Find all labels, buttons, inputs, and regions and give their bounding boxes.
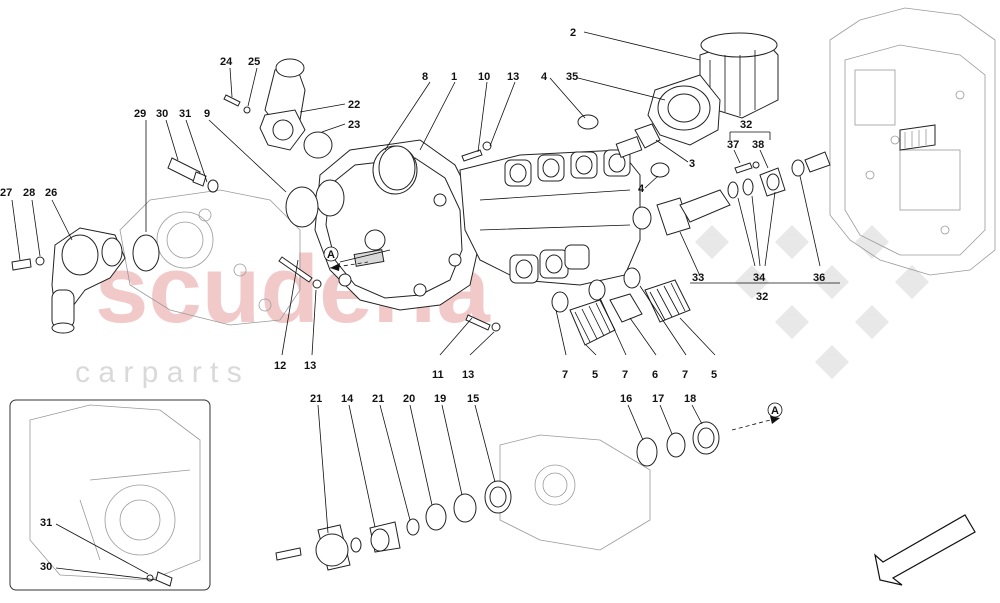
- filter-cartridges: [551, 267, 691, 346]
- label-14: 14: [341, 393, 354, 405]
- label-9: 9: [204, 108, 210, 120]
- label-30: 30: [156, 108, 168, 120]
- label-36: 36: [813, 272, 825, 284]
- label-13: 13: [507, 71, 519, 83]
- label-20: 20: [403, 393, 415, 405]
- label-13c: 13: [462, 369, 474, 381]
- label-32-bottom: 32: [756, 291, 768, 303]
- label-31: 31: [179, 108, 191, 120]
- label-15: 15: [467, 393, 479, 405]
- checker-pattern: [695, 225, 929, 379]
- label-32-top: 32: [740, 119, 752, 131]
- gearbox-housing-ghost: [829, 7, 996, 276]
- label-33: 33: [692, 272, 704, 284]
- label-1: 1: [451, 71, 457, 83]
- temperature-sensor: [167, 157, 219, 193]
- label-3: 3: [689, 158, 695, 170]
- label-27: 27: [0, 187, 12, 199]
- outlet-elbow: [11, 227, 126, 334]
- label-12: 12: [274, 360, 286, 372]
- label-2: 2: [570, 27, 576, 39]
- label-23: 23: [348, 119, 360, 131]
- label-13b: 13: [304, 360, 316, 372]
- pump-bolts: [278, 141, 501, 332]
- reference-a-bottom: A: [731, 402, 783, 431]
- label-7a: 7: [562, 369, 568, 381]
- oil-filter: [699, 32, 779, 119]
- watermark-sub: c a r p a r t s: [75, 356, 242, 389]
- label-21a: 21: [310, 393, 322, 405]
- filter-holder: [647, 74, 721, 146]
- ref-a-top-text: A: [327, 249, 335, 261]
- label-19: 19: [434, 393, 446, 405]
- label-26: 26: [45, 187, 57, 199]
- rear-cover-ghost: [119, 189, 301, 326]
- part-labels: 2 35 4 13 10 1 8 24 25 22 23 29 30 31 9 …: [0, 27, 825, 573]
- label-28: 28: [23, 187, 35, 199]
- label-4b: 4: [638, 183, 645, 195]
- label-25: 25: [248, 56, 260, 68]
- label-18: 18: [684, 393, 696, 405]
- label-31b: 31: [40, 517, 52, 529]
- label-17: 17: [652, 393, 664, 405]
- label-7c: 7: [682, 369, 688, 381]
- bottom-housing-ghost: [499, 434, 651, 551]
- label-34: 34: [753, 272, 766, 284]
- leader-lines: [11, 31, 840, 581]
- label-29: 29: [134, 108, 146, 120]
- inset-view: [9, 399, 211, 591]
- inlet-pipe: [223, 58, 306, 151]
- label-16: 16: [620, 393, 632, 405]
- label-35: 35: [566, 71, 578, 83]
- label-24: 24: [220, 56, 233, 68]
- direction-arrow: [874, 514, 976, 586]
- label-7b: 7: [622, 369, 628, 381]
- label-22: 22: [348, 99, 360, 111]
- ref-a-bottom-text: A: [771, 405, 779, 417]
- label-30b: 30: [40, 561, 52, 573]
- label-6: 6: [652, 369, 658, 381]
- label-4: 4: [541, 71, 548, 83]
- label-8: 8: [422, 71, 428, 83]
- label-10: 10: [478, 71, 490, 83]
- reference-a-top: A: [323, 246, 369, 271]
- label-37: 37: [727, 139, 739, 151]
- label-11: 11: [432, 369, 444, 381]
- drive-shaft-assembly: [275, 421, 720, 571]
- union-fitting: [615, 123, 661, 158]
- transfer-pipe: [656, 151, 831, 236]
- o-rings: [132, 114, 670, 272]
- label-5b: 5: [711, 369, 717, 381]
- label-21b: 21: [372, 393, 384, 405]
- label-38: 38: [752, 139, 764, 151]
- label-5a: 5: [592, 369, 598, 381]
